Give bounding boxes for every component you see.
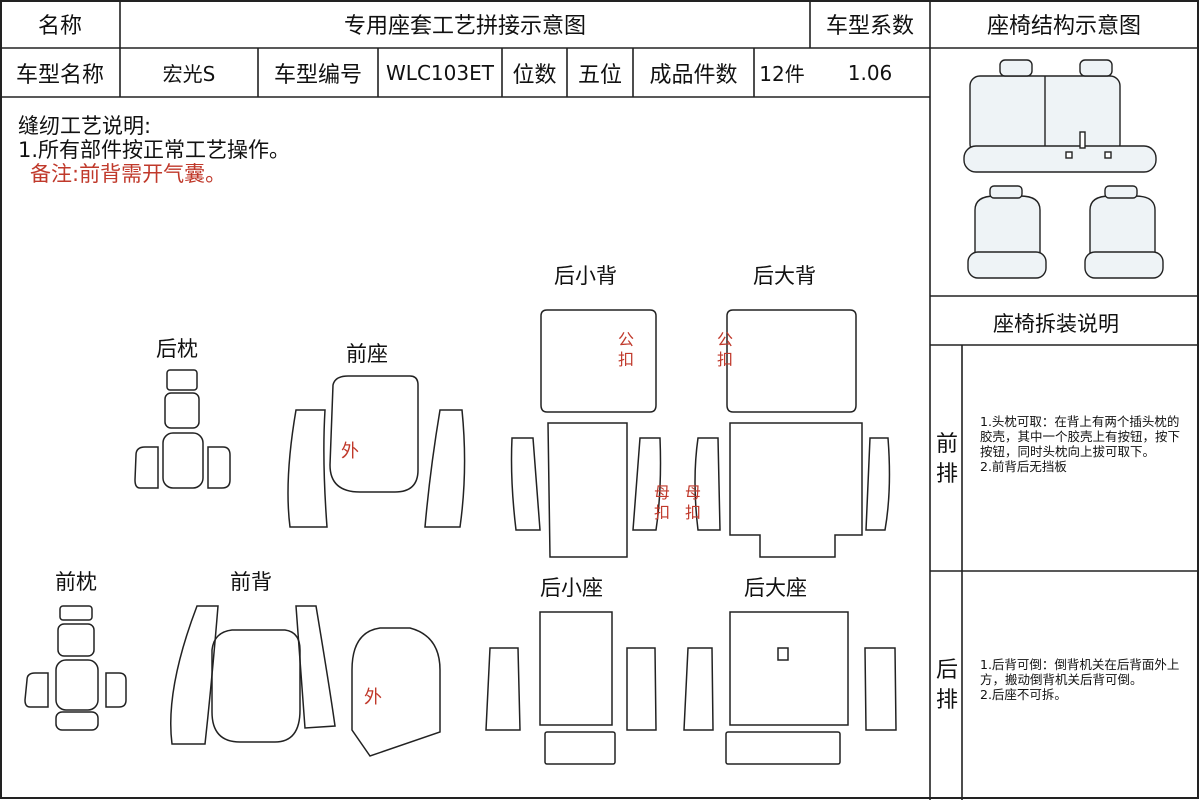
rear-row-text-2: 2.后座不可拆。 — [980, 687, 1067, 702]
label-front-back: 前背 — [230, 570, 272, 594]
rear-large-back-pieces — [694, 309, 891, 558]
label-rear-large-back: 后大背 — [753, 264, 816, 288]
front-row-char-1: 前 — [935, 432, 958, 457]
pieces-label: 成品件数 — [649, 62, 738, 88]
structure-title: 座椅结构示意图 — [986, 14, 1141, 39]
seat-structure-sketch — [963, 59, 1164, 279]
install-title: 座椅拆装说明 — [993, 312, 1119, 336]
front-row-text-1: 1.头枕可取：在背上有两个插头枕的胶壳，其中一个胶壳上有按钮，按下按钮，同时头枕… — [980, 414, 1181, 459]
label-front-seat: 前座 — [346, 342, 388, 366]
label-rear-small-seat: 后小座 — [540, 576, 603, 600]
model-name-value: 宏光S — [162, 62, 216, 86]
notes-line-1: 1.所有部件按正常工艺操作。 — [18, 138, 291, 162]
tag-female-small-1: 母 — [653, 483, 670, 502]
rear-headrest-pieces — [134, 369, 231, 489]
tag-outer-front-seat: 外 — [341, 441, 359, 462]
rear-small-seat-pieces — [485, 611, 657, 765]
label-front-headrest: 前枕 — [55, 570, 97, 594]
coefficient-label: 车型系数 — [825, 14, 914, 39]
front-row-label: 前 排 — [932, 430, 962, 490]
tag-female-large-1: 母 — [684, 483, 701, 502]
rear-row-text-1: 1.后背可倒：倒背机关在后背面外上方，搬动倒背机关后背可倒。 — [980, 657, 1180, 687]
tag-female-small-2: 扣 — [653, 503, 670, 522]
tag-outer-front-back: 外 — [364, 687, 382, 708]
front-seat-pieces — [287, 375, 466, 528]
seats-label: 位数 — [512, 62, 557, 88]
rear-row-char-2: 排 — [935, 688, 958, 713]
tag-male-small-1: 公 — [617, 330, 634, 349]
model-no-value: WLC103ET — [386, 60, 494, 85]
rear-row-label: 后 排 — [932, 656, 962, 716]
rear-row-instructions: 1.后背可倒：倒背机关在后背面外上方，搬动倒背机关后背可倒。 2.后座不可拆。 — [980, 657, 1180, 702]
model-name-label: 车型名称 — [15, 62, 104, 88]
name-label: 名称 — [37, 14, 82, 39]
sewing-notes: 缝纫工艺说明: 1.所有部件按正常工艺操作。 备注:前背需开气囊。 — [18, 114, 290, 186]
rear-row-char-1: 后 — [935, 658, 958, 683]
label-rear-large-seat: 后大座 — [744, 576, 807, 600]
pattern-pieces — [24, 309, 897, 765]
coefficient-value: 1.06 — [847, 60, 893, 85]
front-row-text-2: 2.前背后无挡板 — [980, 459, 1067, 474]
label-rear-headrest: 后枕 — [156, 337, 198, 361]
tag-male-small-2: 扣 — [617, 350, 634, 369]
front-headrest-pieces — [24, 605, 127, 731]
label-rear-small-back: 后小背 — [554, 264, 617, 288]
front-row-char-2: 排 — [935, 462, 958, 487]
notes-heading: 缝纫工艺说明: — [18, 114, 152, 138]
tag-male-large-1: 公 — [716, 330, 733, 349]
rear-small-back-pieces — [510, 309, 662, 558]
tag-male-large-2: 扣 — [716, 350, 733, 369]
model-no-label: 车型编号 — [273, 62, 362, 88]
page-title: 专用座套工艺拼接示意图 — [343, 14, 586, 39]
seats-value: 五位 — [577, 62, 622, 88]
notes-remark: 备注:前背需开气囊。 — [30, 162, 227, 186]
pieces-value: 12件 — [759, 62, 805, 86]
front-back-pieces — [170, 605, 441, 757]
rear-large-seat-pieces — [683, 611, 897, 765]
tag-female-large-2: 扣 — [684, 503, 701, 522]
front-row-instructions: 1.头枕可取：在背上有两个插头枕的胶壳，其中一个胶壳上有按钮，按下按钮，同时头枕… — [980, 414, 1185, 474]
